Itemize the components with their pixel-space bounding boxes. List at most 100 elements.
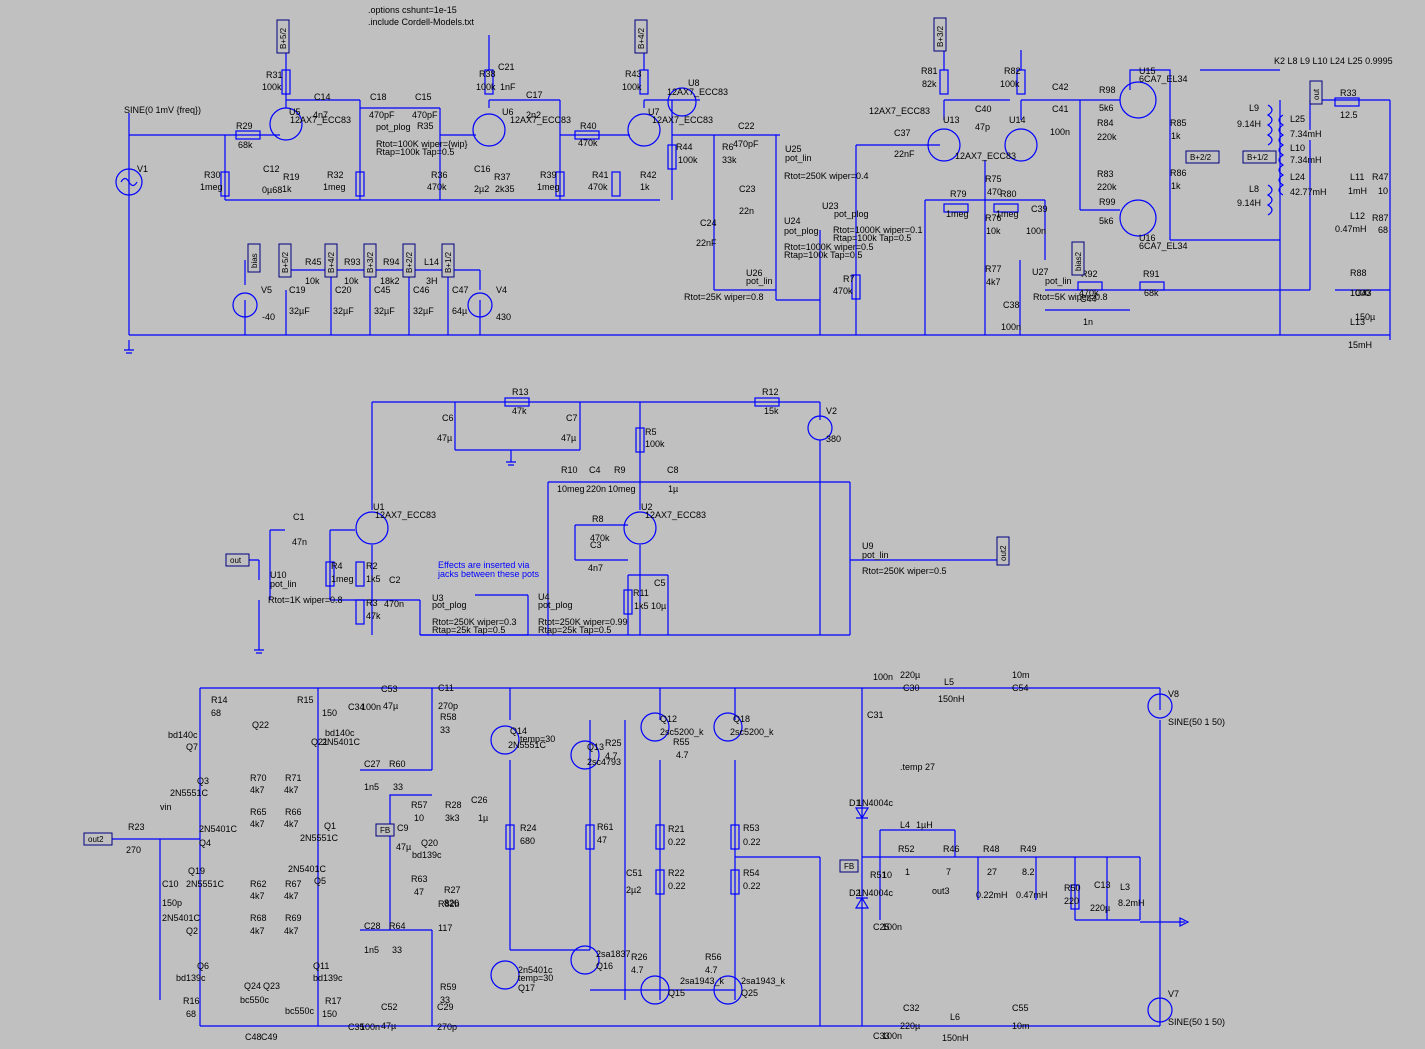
component-label: R44 [676,142,693,152]
component-label: 9.14H [1237,119,1261,129]
component-label: C10 [162,879,179,889]
component-label: U1 [373,502,385,512]
component-label: 32µF [333,306,354,316]
component-label: R92 [1081,269,1098,279]
component-label: U14 [1009,115,1026,125]
component-label: U8 [688,78,700,88]
component-label: pot_lin [270,579,297,589]
component-label: 470pF [733,139,759,149]
component-label: pot_plog [538,600,573,610]
net-flag-label: bias2 [1074,251,1083,271]
component-label: 220µ [900,670,920,680]
component-label: 68 [1378,225,1388,235]
component-label: 82k [922,79,937,89]
component-label: R41 [592,170,609,180]
component-label: pot_lin [862,550,889,560]
component-label: 100n [1050,127,1070,137]
component-label: 100k [622,82,642,92]
component-label: L6 [950,1012,960,1022]
component-label: 150 [322,708,337,718]
component-label: 0.22 [668,837,686,847]
component-label: 0.22 [668,881,686,891]
component-label: Q23 [263,981,280,991]
component-label: 1meg [200,182,223,192]
component-label: V5 [261,285,272,295]
component-label: 0.22mH [976,890,1008,900]
component-label: pot_plog [784,226,819,236]
net-flag: B+5/2 [278,243,292,278]
component-label: R36 [431,170,448,180]
component-label: C55 [1012,1003,1029,1013]
net-flag: out2 [83,832,113,846]
component-label: 10k [344,276,359,286]
component-label: L13 [1350,317,1365,327]
component-label: Rtap=100k Tap=0.5 [833,233,911,243]
component-label: bd139c [176,973,206,983]
component-label: 47p [975,122,990,132]
component-label: L10 [1290,143,1305,153]
component-label: R30 [204,170,221,180]
component-label: SINE(0 1mV {freq}) [124,105,201,115]
component-label: Rtot=1000K wiper=0.1 [833,225,923,235]
component-label: 10 [882,870,892,880]
component-label: 100n [361,702,381,712]
component-label: C22 [738,121,755,131]
component-label: 1 [905,867,910,877]
component-label: R4 [331,561,343,571]
component-label: Rtap=25k Tap=0.5 [538,625,611,635]
component-label: 6CA7_EL34 [1139,74,1188,84]
component-label: 8.2mH [1118,898,1145,908]
component-label: 220k [1097,132,1117,142]
component-label: R24 [520,823,537,833]
component-label: 0.47mH [1016,890,1048,900]
component-label: C21 [498,62,515,72]
component-label: C11 [438,683,454,693]
component-label: 1000 [1350,288,1370,298]
component-label: U27 [1032,267,1049,277]
component-label: C27 [364,759,381,769]
component-label: 12AX7_ECC83 [667,87,728,97]
component-label: R61 [597,822,614,832]
component-label: R65 [250,807,267,817]
component-label: Q19 [188,866,205,876]
component-label: 150 [322,1009,337,1019]
component-label: U7 [648,107,660,117]
component-label: 470k [590,533,610,543]
component-label: 12AX7_ECC83 [375,510,436,520]
net-flag-label: B+1/2 [444,251,453,273]
component-label: C46 [413,285,430,295]
component-label: 4n7 [313,110,328,120]
component-label: C45 [374,285,391,295]
component-label: 150nH [942,1033,969,1043]
component-label: 12AX7_ECC83 [955,151,1016,161]
component-label: 12AX7_ECC83 [869,106,930,116]
spice-directive-include: .include Cordell-Models.txt [368,17,475,27]
component-label: Q1 [324,821,336,831]
component-label: C33 [873,1031,890,1041]
component-label: 10k [305,276,320,286]
component-label: pot_lin [1045,276,1072,286]
component-label: Q7 [186,742,198,752]
component-label: 100n [873,672,893,682]
component-label: C48 [245,1032,262,1042]
component-label: Rtot=100K wiper={wip} [376,139,468,149]
component-label: 64µ [452,306,467,316]
component-label: 100n [1001,322,1021,332]
component-label: 100n [360,1022,380,1032]
component-label: 0.47mH [1335,224,1367,234]
component-label: R54 [743,868,760,878]
component-label: C5 [654,578,666,588]
component-label: 100n [882,922,902,932]
net-flag: B+4/2 [634,19,648,54]
component-label: U26 [746,268,763,278]
component-label: C41 [1052,104,1069,114]
component-label: C43 [1355,288,1372,298]
component-label: R57 [411,800,428,810]
component-label: 2sa1943_k [741,976,786,986]
component-label: 33 [393,782,403,792]
net-flag-label: B+3/2 [366,251,375,273]
component-label: 117 [438,923,452,933]
component-label: L25 [1290,114,1305,124]
component-label: L8 [1249,184,1259,194]
component-label: 10m [1012,670,1030,680]
